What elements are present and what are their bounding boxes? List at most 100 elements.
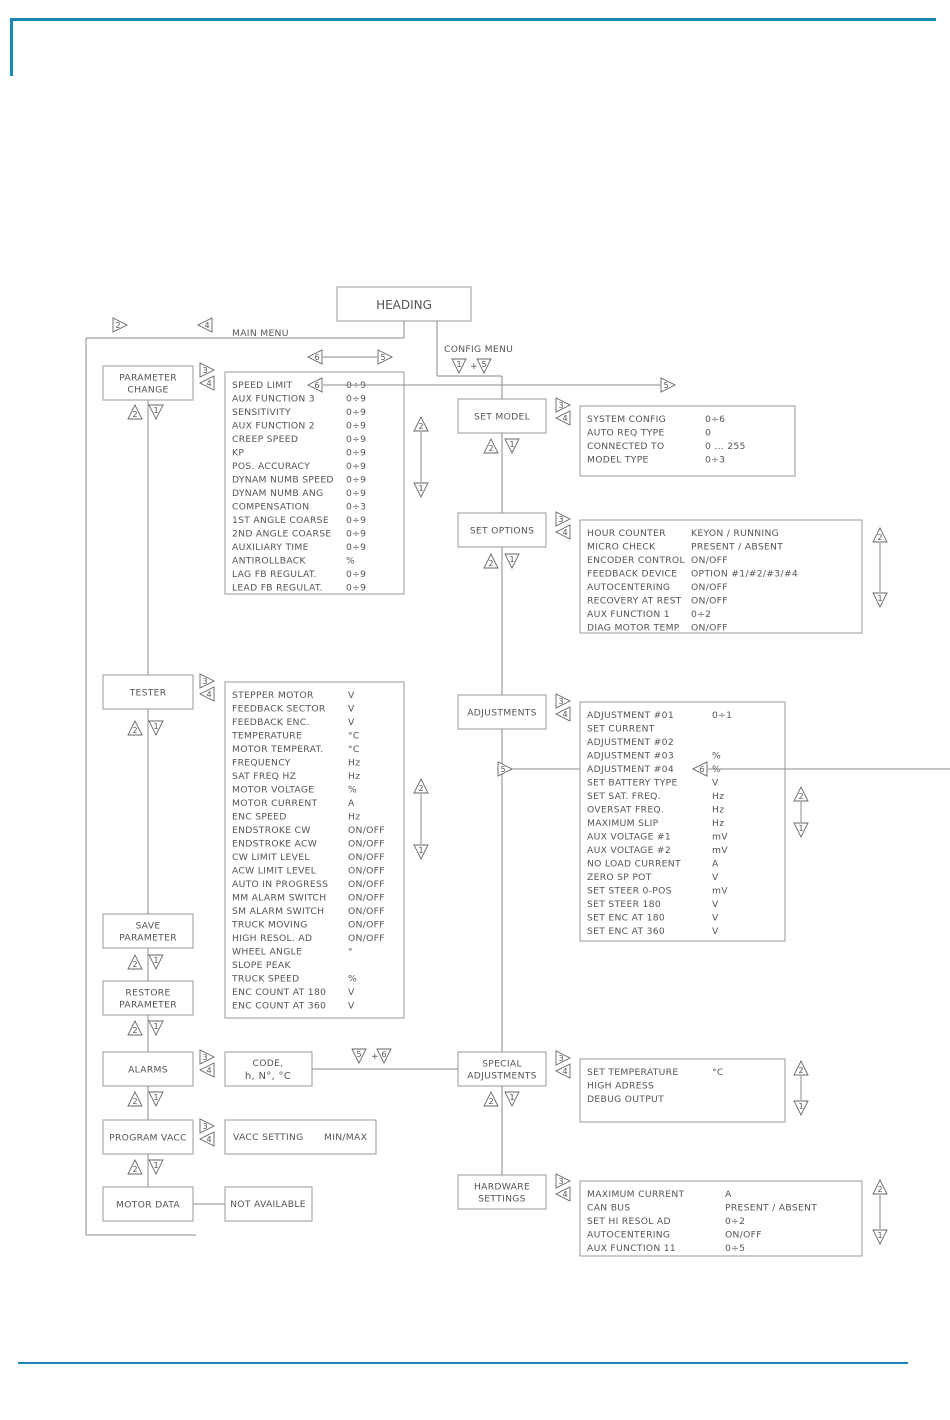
vacc-setting-label: VACC SETTING	[233, 1132, 304, 1143]
parameter-change-button-label: CHANGE	[127, 385, 168, 396]
key-4-icon	[554, 524, 571, 540]
special-adjustments-list-item-label: SET TEMPERATURE	[587, 1067, 678, 1078]
key-1-icon	[872, 1229, 888, 1246]
set-options-list-item-value: ON/OFF	[691, 596, 728, 607]
key-6-label: 6	[314, 381, 319, 390]
config-plus: +	[470, 361, 478, 372]
key-6-icon	[306, 377, 323, 393]
hardware-settings-list-item-label: CAN BUS	[587, 1203, 630, 1214]
motor-data-button-label: MOTOR DATA	[116, 1200, 180, 1211]
hardware-settings-list-item-label: AUTOCENTERING	[587, 1230, 670, 1241]
parameter-change-list-item-value: 0÷9	[346, 461, 366, 472]
hardware-settings-button[interactable]	[457, 1174, 547, 1210]
parameter-change-list-item-label: LAG FB REGULAT.	[232, 569, 317, 580]
adjustments-list-item-label: SET ENC AT 180	[587, 913, 665, 924]
key-1-label: 1	[877, 1231, 882, 1240]
heading-title: HEADING	[376, 298, 432, 312]
set-options-list-item-label: MICRO CHECK	[587, 542, 656, 553]
adjustments-list-item-label: AUX VOLTAGE #1	[587, 832, 671, 843]
key-4-label: 4	[206, 1135, 211, 1144]
set-options-list-item-value: KEYON / RUNNING	[691, 528, 779, 539]
set-model-button[interactable]	[457, 398, 547, 434]
special-adjustments-button-label: SPECIAL	[482, 1059, 522, 1070]
parameter-change-list-item-value: 0÷9	[346, 394, 366, 405]
adjustments-list-item-value: Hz	[712, 818, 724, 829]
left-border-accent	[10, 18, 13, 76]
special-adjustments-list-item-value: °C	[712, 1067, 724, 1078]
parameter-change-list-item-label: ANTIROLLBACK	[232, 556, 306, 567]
not-available-label: NOT AVAILABLE	[230, 1199, 306, 1210]
parameter-change-list-item-value: 0÷9	[346, 407, 366, 418]
tester-list-item-value: ON/OFF	[348, 906, 385, 917]
tester-list-item-value: Hz	[348, 812, 360, 823]
set-model-list-item-value: 0	[705, 428, 711, 439]
adjustments-list-item-value: mV	[712, 886, 728, 897]
key-1-label: 1	[418, 484, 423, 493]
special-adjustments-list-item-label: DEBUG OUTPUT	[587, 1094, 664, 1105]
key-2-label: 2	[488, 559, 493, 568]
adjustments-button[interactable]	[457, 694, 547, 730]
key-5-label: 5	[356, 1050, 361, 1059]
main-menu-label: MAIN MENU	[232, 328, 289, 339]
tester-list-item-label: AUTO IN PROGRESS	[232, 879, 328, 890]
parameter-change-list-item-value: 0÷9	[346, 515, 366, 526]
key-2-label: 2	[132, 726, 137, 735]
tester-list-item-value: °C	[348, 744, 360, 755]
adjustments-list-item-label: OVERSAT FREQ.	[587, 805, 664, 816]
adjustments-list-item-value: A	[712, 859, 719, 870]
key-6-label: 6	[699, 765, 704, 774]
parameter-change-list-item-value: 0÷9	[346, 475, 366, 486]
special-adjustments-button[interactable]	[457, 1051, 547, 1087]
alarms-button[interactable]	[102, 1051, 194, 1087]
special-adjustments-list	[579, 1058, 786, 1123]
key-4-label: 4	[206, 379, 211, 388]
parameter-change-button-label: PARAMETER	[119, 373, 177, 384]
key-1-icon	[148, 720, 164, 737]
set-options-button[interactable]	[457, 512, 547, 548]
set-model-list-item-value: 0 ... 255	[705, 441, 746, 452]
key-4-label: 4	[562, 710, 567, 719]
adjustments-list-item-value: V	[712, 872, 719, 883]
key-2-icon	[127, 953, 143, 970]
parameter-change-list-item-label: SENSITIVITY	[232, 407, 291, 418]
key-3-icon	[555, 1050, 572, 1066]
tester-list-item-label: SAT FREQ HZ	[232, 771, 296, 782]
tester-button[interactable]	[102, 674, 194, 710]
key-1-icon	[148, 1091, 164, 1108]
adjustments-list-item-label: NO LOAD CURRENT	[587, 859, 681, 870]
bottom-border	[18, 1362, 908, 1364]
parameter-change-button[interactable]	[102, 365, 194, 401]
key-6-label: 6	[314, 353, 319, 362]
set-model-list-item-label: CONNECTED TO	[587, 441, 664, 452]
tester-list-item-label: TRUCK SPEED	[231, 974, 299, 985]
vacc-setting-range: MIN/MAX	[324, 1132, 367, 1143]
set-options-list-item-label: FEEDBACK DEVICE	[587, 569, 677, 580]
key-4-label: 4	[562, 528, 567, 537]
adjustments-list-item-label: AUX VOLTAGE #2	[587, 845, 671, 856]
save-parameter-button-label: SAVE	[136, 921, 161, 932]
key-3-icon	[555, 693, 572, 709]
key-4-label: 4	[562, 1067, 567, 1076]
tester-list-item-label: SM ALARM SWITCH	[232, 906, 324, 917]
key-1-label: 1	[153, 1161, 158, 1170]
key-3-icon	[555, 511, 572, 527]
key-3-label: 3	[202, 1122, 207, 1131]
hardware-settings-list-item-value: 0÷2	[725, 1216, 745, 1227]
tester-list-item-value: V	[348, 1001, 355, 1012]
parameter-change-list-item-value: 0÷9	[346, 529, 366, 540]
hardware-settings-list	[579, 1180, 863, 1257]
key-2-label: 2	[418, 784, 423, 793]
key-6-icon	[306, 349, 323, 365]
key-2-label: 2	[877, 1185, 882, 1194]
key-3-label: 3	[558, 515, 563, 524]
tester-list-item-label: SLOPE PEAK	[232, 960, 291, 971]
save-parameter-button[interactable]	[102, 913, 194, 949]
key-2-icon	[127, 403, 143, 420]
tester-list-item-value: ON/OFF	[348, 933, 385, 944]
key-1-icon	[872, 592, 888, 609]
key-1-icon	[413, 844, 429, 861]
restore-parameter-button[interactable]	[102, 980, 194, 1016]
key-2-icon	[127, 1019, 143, 1036]
program-vacc-button[interactable]	[102, 1119, 194, 1155]
tester-list-item-label: ENC COUNT AT 180	[232, 987, 326, 998]
